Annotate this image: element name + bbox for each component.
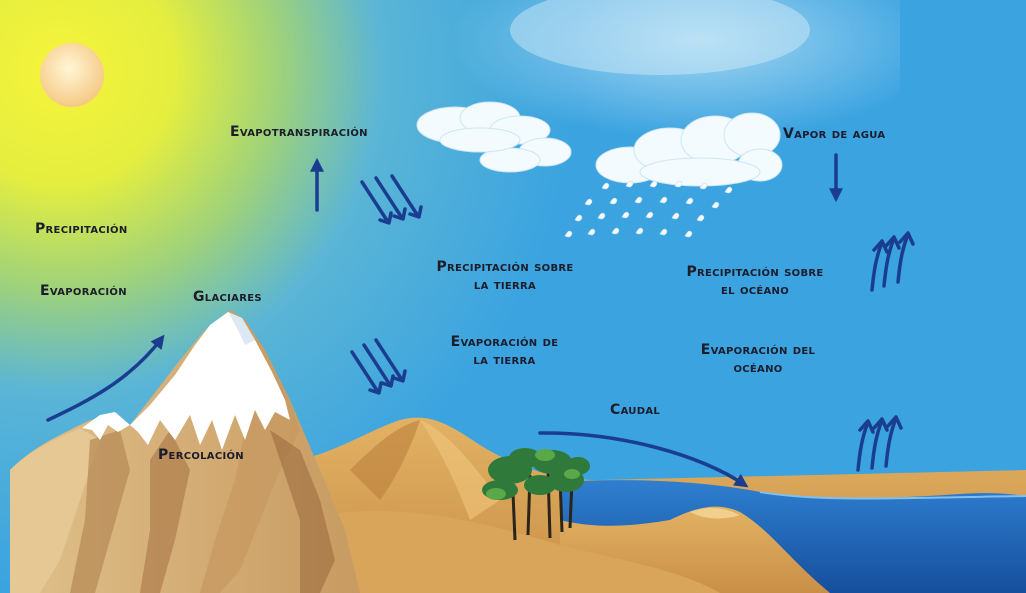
label-precipitacion-tierra-line2: la tierra (415, 276, 595, 294)
label-evaporacion-tierra-line2: la tierra (432, 351, 577, 369)
label-evaporacion-oceano-line1: Evaporación del (683, 341, 833, 359)
label-evaporacion: Evaporación (40, 282, 127, 300)
label-evaporacion-oceano: Evaporación del océano (683, 341, 833, 377)
label-evaporacion-tierra: Evaporación de la tierra (432, 333, 577, 369)
label-precipitacion-tierra-line1: Precipitación sobre (415, 258, 595, 276)
label-precipitacion-oceano: Precipitación sobre el océano (665, 263, 845, 299)
label-caudal: Caudal (610, 401, 660, 419)
label-evaporacion-oceano-line2: océano (683, 359, 833, 377)
label-precipitacion-oceano-line2: el océano (665, 281, 845, 299)
label-precipitacion: Precipitación (35, 220, 128, 238)
label-precipitacion-oceano-line1: Precipitación sobre (665, 263, 845, 281)
label-evapotranspiracion: Evapotranspiración (230, 123, 368, 141)
sun (40, 43, 104, 107)
label-percolacion: Percolación (158, 446, 244, 464)
label-glaciares: Glaciares (193, 288, 262, 306)
label-precipitacion-tierra: Precipitación sobre la tierra (415, 258, 595, 294)
label-vapor-de-agua: Vapor de agua (783, 125, 885, 143)
label-evaporacion-tierra-line1: Evaporación de (432, 333, 577, 351)
